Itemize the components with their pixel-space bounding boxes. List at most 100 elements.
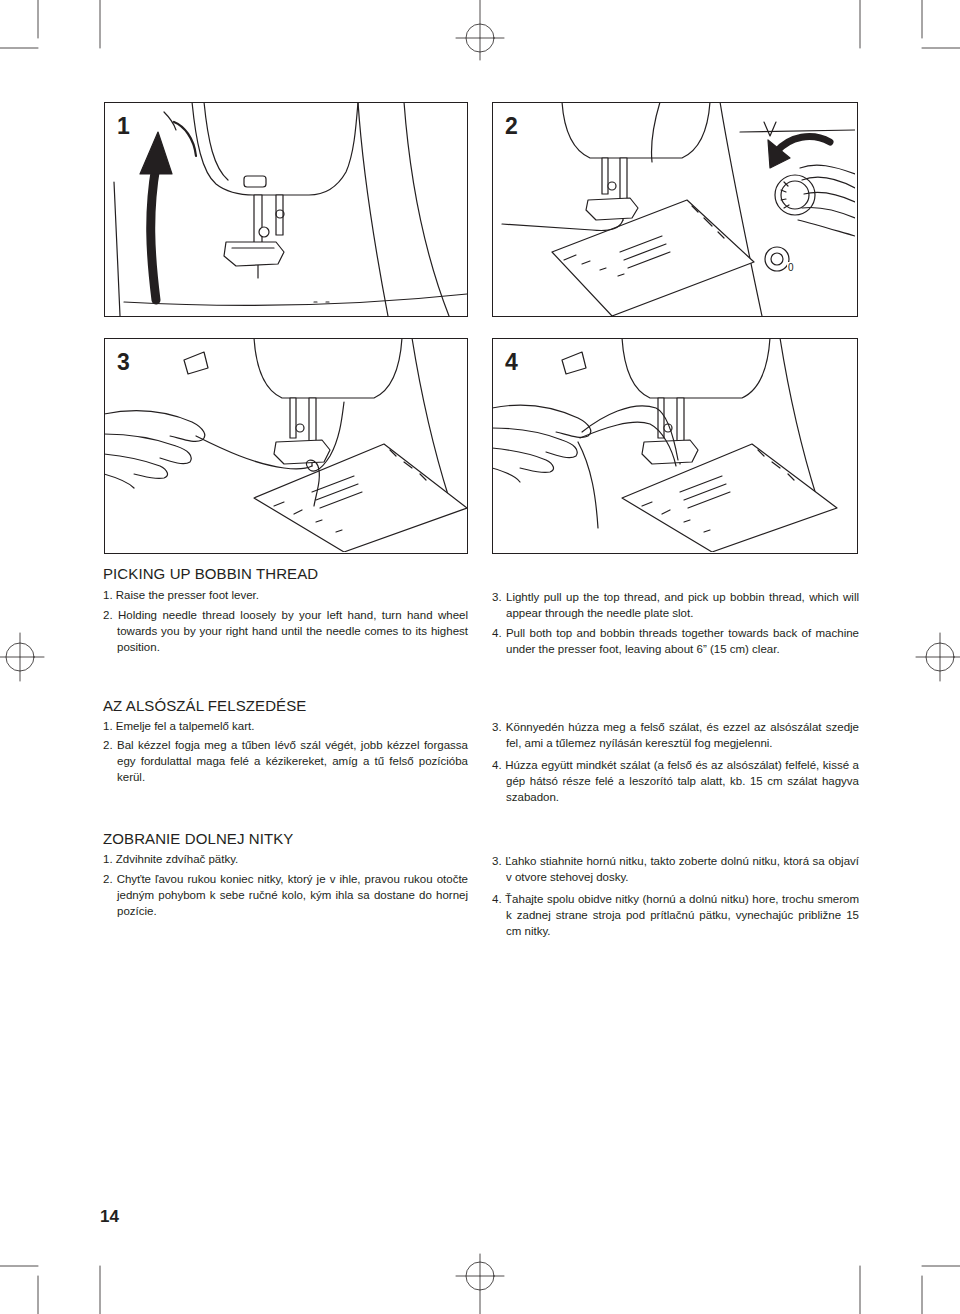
registration-mark xyxy=(0,633,44,681)
panel-text-holder: 4 xyxy=(505,349,518,375)
machine-illustration-part-part xyxy=(502,220,623,231)
machine-illustration-part-part xyxy=(174,122,196,156)
machine-illustration-part-part xyxy=(104,454,167,479)
crop-marks-part xyxy=(38,0,39,38)
machine-illustration-part-part xyxy=(608,182,616,190)
step-number: 4 xyxy=(505,349,518,375)
machine-illustration-part-part xyxy=(804,192,855,202)
instruction-step: 3. Lightly pull up the top thread, and p… xyxy=(492,589,859,621)
machine-illustration-part-part xyxy=(582,406,678,460)
machine-illustration-part-part xyxy=(492,428,577,458)
crop-marks-part xyxy=(100,0,101,48)
page-number: 14 xyxy=(100,1207,160,1227)
machine-illustration-part-part xyxy=(192,102,358,195)
instruction-step: 4. Húzza együtt mindkét szálat (a felső … xyxy=(492,757,859,805)
machine-illustration-part-part xyxy=(290,398,296,438)
machine-illustration-part-part xyxy=(775,175,815,215)
machine-illustration-part-part xyxy=(800,165,855,174)
instruction-step: 3. Ľahko stiahnite hornú nitku, takto zo… xyxy=(492,853,859,885)
machine-illustration-part-part xyxy=(602,158,608,194)
step-number: 1 xyxy=(117,113,130,139)
machine-illustration-part-part xyxy=(184,352,208,374)
crop-marks-part xyxy=(0,48,38,49)
machine-illustration-part-part xyxy=(232,247,274,248)
machine-illustration-part-part xyxy=(274,440,330,464)
machine-illustration-part-part xyxy=(781,182,789,208)
machine-illustration-part-part xyxy=(562,352,586,374)
instruction-step: 1. Raise the presser foot lever. xyxy=(103,587,468,603)
machine-illustration-part-part xyxy=(620,236,670,268)
machine-illustration-part-part xyxy=(151,166,156,300)
machine-illustration-part-part xyxy=(765,247,789,271)
machine-illustration-part-part xyxy=(552,200,754,316)
machine-illustration-part-part xyxy=(586,198,638,220)
registration-mark-part xyxy=(456,38,504,39)
machine-illustration-part-part xyxy=(104,474,134,488)
machine-illustration-part-part xyxy=(776,137,830,152)
instruction-step: 2. Bal kézzel fogja meg a tűben lévő szá… xyxy=(103,737,468,785)
machine-illustration xyxy=(114,102,467,316)
panel-text-holder: 1 xyxy=(117,113,130,139)
machine-illustration-part-part xyxy=(358,102,388,316)
crop-marks-part xyxy=(922,1266,960,1267)
crop-marks-part xyxy=(922,1276,923,1314)
machine-illustration-part-part xyxy=(164,112,176,130)
instruction-step: 1. Emelje fel a talpemelő kart. xyxy=(103,718,468,734)
machine-illustration-part-part xyxy=(492,448,553,473)
machine-illustration-part-part xyxy=(720,102,762,316)
instruction-step: 4. Pull both top and bobbin threads toge… xyxy=(492,625,859,657)
machine-illustration-part-part xyxy=(642,440,698,464)
crop-marks-part xyxy=(860,0,861,48)
machine-illustration-part-part xyxy=(620,158,627,202)
machine-illustration-part-part xyxy=(296,424,304,432)
figure-panel: 1 xyxy=(104,102,468,317)
machine-illustration-part-part xyxy=(254,338,402,398)
registration-mark-part xyxy=(916,657,960,658)
section-heading: PICKING UP BOBBIN THREAD xyxy=(103,565,468,583)
machine-illustration-part-part xyxy=(658,398,664,438)
machine-illustration-part-part xyxy=(680,476,730,508)
machine-illustration-part-part xyxy=(140,132,172,174)
dial-marking: 0 xyxy=(787,262,795,274)
instruction-step: 2. Holding needle thread loosely by your… xyxy=(103,607,468,655)
machine-illustration-part-part xyxy=(204,102,228,180)
machine-illustration-part xyxy=(104,338,467,552)
section-heading: ZOBRANIE DOLNEJ NITKY xyxy=(103,830,468,848)
machine-illustration-part-part xyxy=(802,177,855,188)
machine-illustration-part-part xyxy=(802,207,855,218)
machine-illustration-part-part xyxy=(651,102,660,162)
registration-mark-part xyxy=(940,633,941,681)
machine-illustration-part-part xyxy=(404,102,449,316)
registration-mark-part xyxy=(20,633,21,681)
machine-illustration-part-part xyxy=(764,122,776,136)
panel-text-holder: 2 xyxy=(505,113,518,139)
machine-illustration-part-part xyxy=(562,102,710,158)
machine-illustration-part xyxy=(502,102,855,316)
machine-illustration xyxy=(104,338,467,552)
machine-illustration-part-part xyxy=(622,338,770,398)
machine-illustration xyxy=(492,338,837,552)
machine-illustration-part-part xyxy=(758,450,794,480)
machine-illustration-part-part xyxy=(306,402,344,506)
machine-illustration-part-part xyxy=(492,405,591,437)
step-number: 2 xyxy=(505,113,518,139)
instruction-step: 2. Chyťte ľavou rukou koniec nitky, ktor… xyxy=(103,871,468,919)
panel-text-holder: 3 xyxy=(117,349,130,375)
machine-illustration-part-part xyxy=(124,294,467,305)
machine-illustration-part-part xyxy=(104,434,191,464)
figure-panel: 3 xyxy=(104,338,468,554)
machine-illustration-part xyxy=(492,338,837,552)
machine-illustration-part-part xyxy=(114,182,120,316)
crop-marks-part xyxy=(860,1266,861,1314)
machine-illustration-part-part xyxy=(196,436,312,469)
machine-illustration-part xyxy=(114,102,467,316)
machine-illustration-part-part xyxy=(104,411,205,442)
instruction-step: 1. Zdvihnite zdvíhač pätky. xyxy=(103,851,468,867)
machine-illustration-part-part xyxy=(259,227,269,237)
figure-panel: 4 xyxy=(492,338,858,554)
machine-illustration-part-part xyxy=(390,450,426,480)
machine-illustration-part-part xyxy=(578,442,598,528)
